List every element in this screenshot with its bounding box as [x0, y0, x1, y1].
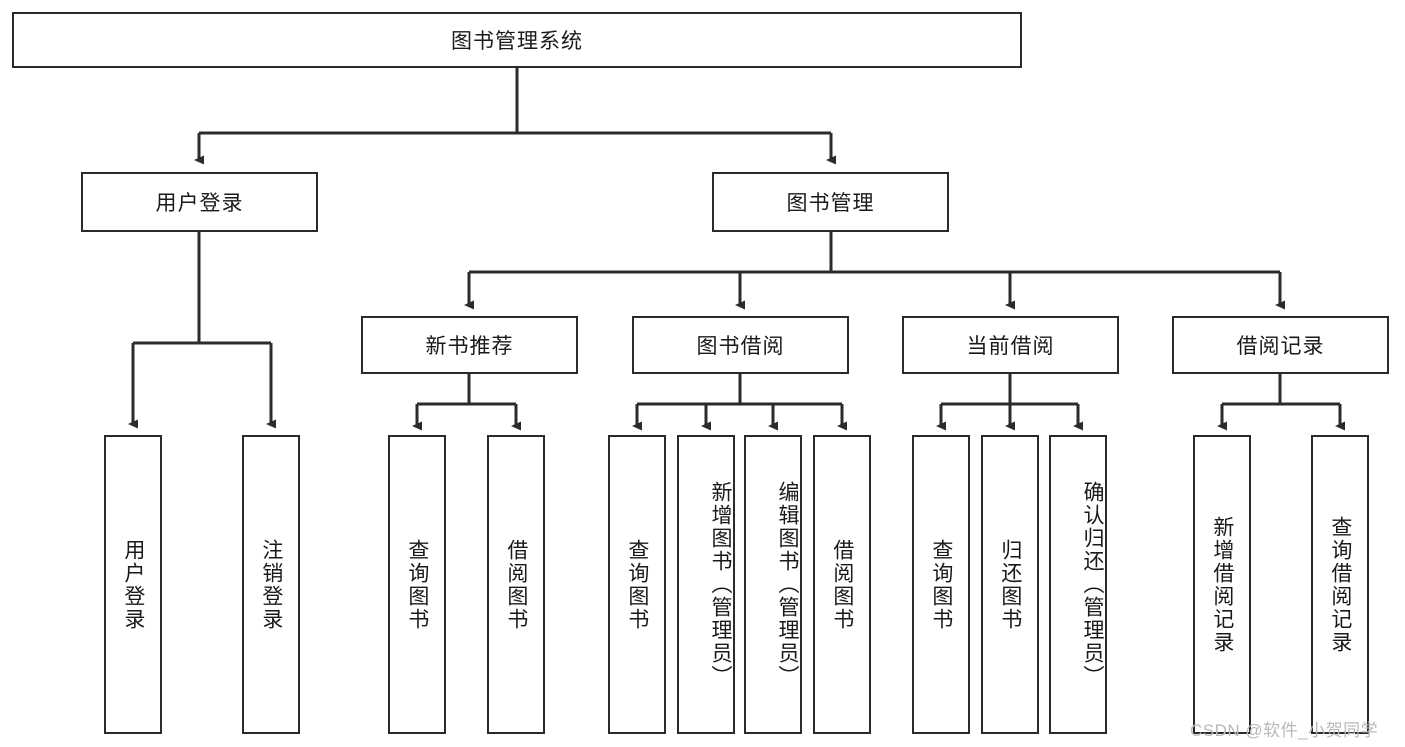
node-leaf-return-book-label: 归还图书 [998, 538, 1022, 631]
csdn-watermark: CSDN @软件_小贺同学 [1190, 721, 1379, 740]
node-leaf-query-borrow-record-label: 查询借阅记录 [1328, 515, 1352, 654]
node-leaf-query-book-3[interactable]: 查询图书 [912, 435, 970, 734]
node-root-label: 图书管理系统 [451, 30, 583, 53]
node-root[interactable]: 图书管理系统 [12, 12, 1022, 68]
node-leaf-edit-book-admin-label: 编辑图书（管理员） [776, 481, 799, 688]
node-leaf-borrow-book-1-label: 借阅图书 [504, 538, 528, 631]
node-book-manage[interactable]: 图书管理 [712, 172, 949, 232]
node-book-borrow-label: 图书借阅 [696, 335, 785, 358]
node-leaf-query-book-2-label: 查询图书 [625, 538, 649, 631]
node-leaf-query-book-1[interactable]: 查询图书 [388, 435, 446, 734]
node-leaf-borrow-book-1[interactable]: 借阅图书 [487, 435, 545, 734]
node-user-login[interactable]: 用户登录 [81, 172, 318, 232]
node-leaf-borrow-book-2-label: 借阅图书 [830, 538, 854, 631]
node-leaf-add-book-admin[interactable]: 新增图书（管理员） [677, 435, 735, 734]
node-book-manage-label: 图书管理 [786, 192, 875, 215]
node-leaf-confirm-return-admin-label: 确认归还（管理员） [1081, 481, 1104, 688]
node-leaf-return-book[interactable]: 归还图书 [981, 435, 1039, 734]
node-book-borrow[interactable]: 图书借阅 [632, 316, 849, 374]
node-leaf-edit-book-admin[interactable]: 编辑图书（管理员） [744, 435, 802, 734]
node-leaf-add-book-admin-label: 新增图书（管理员） [709, 481, 732, 688]
node-leaf-logout[interactable]: 注销登录 [242, 435, 300, 734]
node-leaf-query-borrow-record[interactable]: 查询借阅记录 [1311, 435, 1369, 734]
node-leaf-logout-label: 注销登录 [259, 538, 283, 631]
node-leaf-add-borrow-record[interactable]: 新增借阅记录 [1193, 435, 1251, 734]
node-leaf-user-login-label: 用户登录 [121, 538, 145, 631]
node-leaf-query-book-3-label: 查询图书 [929, 538, 953, 631]
node-leaf-add-borrow-record-label: 新增借阅记录 [1210, 515, 1234, 654]
node-leaf-user-login[interactable]: 用户登录 [104, 435, 162, 734]
node-new-book-recommend[interactable]: 新书推荐 [361, 316, 578, 374]
node-leaf-query-book-1-label: 查询图书 [405, 538, 429, 631]
node-leaf-confirm-return-admin[interactable]: 确认归还（管理员） [1049, 435, 1107, 734]
node-leaf-borrow-book-2[interactable]: 借阅图书 [813, 435, 871, 734]
node-borrow-record-label: 借阅记录 [1236, 335, 1325, 358]
node-current-borrow[interactable]: 当前借阅 [902, 316, 1119, 374]
node-current-borrow-label: 当前借阅 [966, 335, 1055, 358]
node-new-book-recommend-label: 新书推荐 [425, 335, 514, 358]
node-borrow-record[interactable]: 借阅记录 [1172, 316, 1389, 374]
node-leaf-query-book-2[interactable]: 查询图书 [608, 435, 666, 734]
node-user-login-label: 用户登录 [155, 192, 244, 215]
